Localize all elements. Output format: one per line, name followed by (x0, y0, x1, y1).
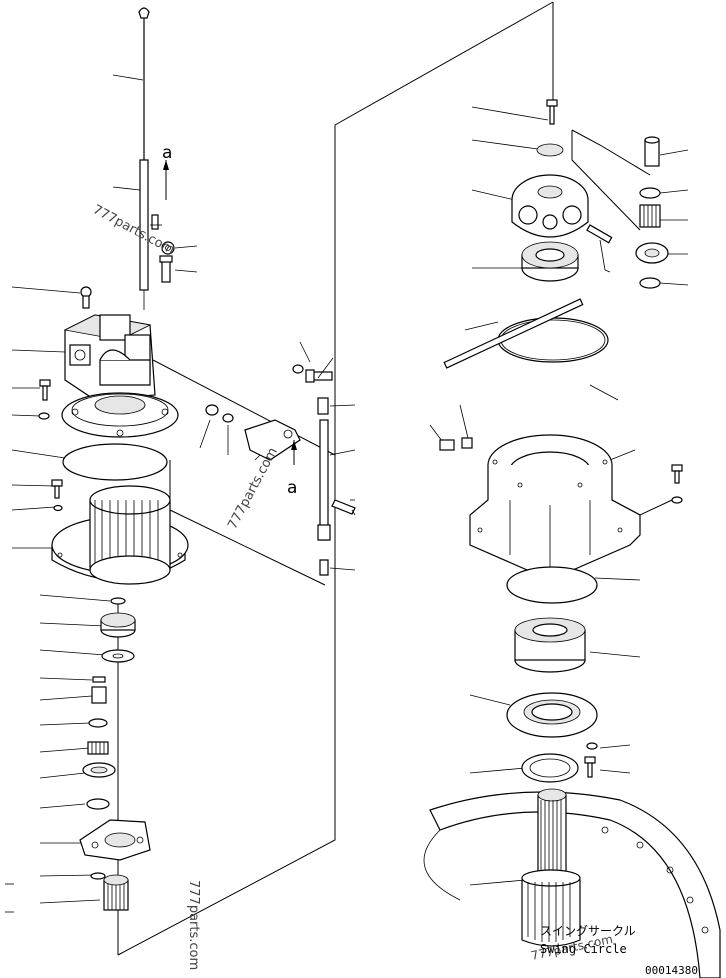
callout-a-left: a (162, 143, 172, 200)
ring-gear-housing (51, 443, 189, 585)
level-gauge (138, 7, 175, 310)
swing-circle-label-en: Swing Circle (540, 942, 627, 956)
watermark-2: 777parts.com (225, 445, 281, 532)
callout-a-middle: a (287, 440, 297, 498)
callout-a-label-2: a (287, 478, 297, 498)
swing-circle-label-jp: スイングサークル (540, 924, 636, 938)
watermark-3: 777parts.com (186, 880, 201, 970)
callout-a-label: a (162, 143, 172, 163)
piping-middle (199, 341, 356, 576)
swing-motor (38, 286, 179, 438)
leader-lines-left (5, 74, 198, 913)
leader-lines-right (429, 106, 689, 886)
lower-bearings (506, 617, 598, 783)
main-housing (439, 298, 683, 604)
bearing-upper (497, 241, 609, 363)
carrier-assembly (511, 2, 669, 289)
swing-circle (423, 788, 721, 978)
planetary-stack-left (79, 597, 151, 955)
watermark-1: 777parts.com (90, 202, 177, 258)
drawing-number: 00014380 (645, 964, 698, 977)
